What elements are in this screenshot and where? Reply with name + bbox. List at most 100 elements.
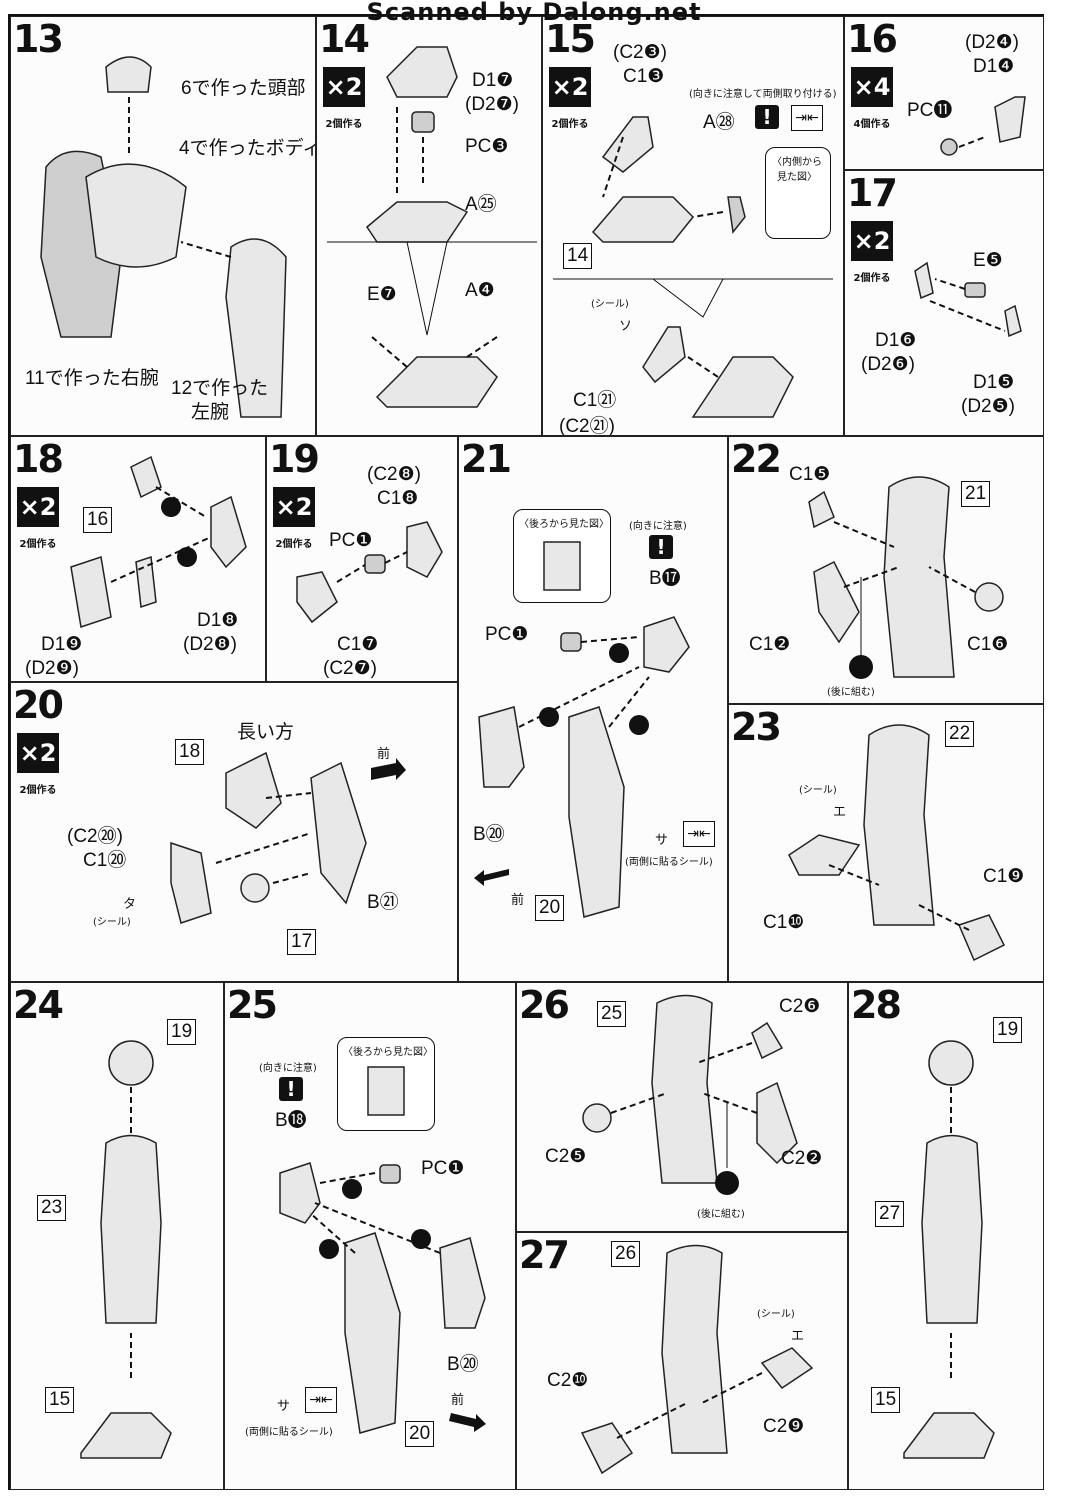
step-14-panel: 14 ×2 2個作る D1❼ (D2❼) PC❸ A㉕ E❼ A❹	[316, 16, 542, 436]
step-number: 13	[13, 17, 64, 61]
multiplier-badge: ×2	[851, 221, 893, 261]
pc-label: PC❶	[421, 1158, 465, 1179]
step-19-panel: 19 ×2 2個作る (C2❽) C1❽ PC❶ C1❼ (C2❼)	[266, 436, 458, 682]
ref-step-21: 21	[961, 481, 991, 507]
step-27-panel: 27 26 (シール) エ C2❿ C2❾	[516, 1232, 848, 1490]
step-number: 19	[269, 437, 320, 481]
step-28-panel: 28 19 27 15	[848, 982, 1044, 1490]
step-17-panel: 17 ×2 2個作る E❺ D1❻ (D2❻) D1❺ (D2❺)	[844, 170, 1044, 436]
step-23-panel: 23 22 (シール) エ C1❾ C1❿	[728, 704, 1044, 982]
e-label: E❺	[973, 250, 1003, 271]
b20-label: B⑳	[473, 824, 505, 845]
later-label: (後に組む)	[697, 1209, 745, 1220]
multiplier-label: 2個作る	[19, 539, 57, 550]
pc-label: PC❶	[485, 624, 529, 645]
step-number: 18	[13, 437, 64, 481]
c17-label: C1❼	[337, 634, 379, 655]
d18-label: D1❽	[197, 610, 239, 631]
step-20-illustration	[170, 751, 406, 924]
multiplier-badge: ×2	[17, 733, 59, 773]
c120-label: C1⑳	[83, 850, 127, 871]
c12-label: C1❷	[749, 634, 791, 655]
step-number: 28	[851, 983, 902, 1027]
ref-step-20: 20	[405, 1421, 435, 1447]
b17-label: B⓱	[649, 568, 681, 589]
step-14-illustration	[327, 46, 537, 408]
d1-label: D1❼	[472, 70, 514, 91]
multiplier-label: 2個作る	[551, 119, 589, 130]
step-26-panel: 26 25 C2❻ C2❺ C2❷ (後に組む)	[516, 982, 848, 1232]
step-24-panel: 24 19 23 15	[10, 982, 224, 1490]
c19-label: C1❾	[983, 866, 1025, 887]
c22-label: C2❷	[781, 1148, 823, 1169]
ref-step-27: 27	[875, 1201, 905, 1227]
both-sticker-label: (両側に貼るシール)	[625, 857, 713, 868]
sticker-label: (シール)	[93, 917, 131, 928]
c25-label: C2❺	[545, 1146, 587, 1167]
step-13-panel: 13 6で作った頭部 4で作ったボディ 11で作った右腕 12で作った 左腕	[10, 16, 316, 436]
step-20-panel: 20 ×2 2個作る 長い方 18 前 (C2⑳) C1⑳ タ (シール) B㉑…	[10, 682, 458, 982]
d16-label: D1❻	[875, 330, 917, 351]
back-view-label: 〈後ろから見た図〉	[343, 1047, 433, 1058]
caution-note: (向きに注意して両側取り付ける)	[689, 89, 837, 100]
multiplier-badge: ×2	[549, 67, 591, 107]
caution-icon: !	[279, 1077, 303, 1101]
multiplier-label: 2個作る	[275, 539, 313, 550]
step-19-illustration	[296, 521, 443, 624]
d28-label: (D2❽)	[183, 634, 237, 655]
c110-label: C1❿	[763, 912, 805, 933]
pc-label: PC⓫	[907, 100, 953, 121]
ref-step-15: 15	[871, 1387, 901, 1413]
ref-step-15: 15	[45, 1387, 75, 1413]
step-17-illustration	[914, 261, 1022, 338]
step-26-illustration	[582, 994, 798, 1195]
caution-label: (向きに注意)	[629, 521, 687, 532]
step-22-panel: 22 C1❺ 21 C1❷ C1❻ (後に組む)	[728, 436, 1044, 704]
sticker-so: ソ	[619, 319, 633, 334]
c2-label: (C2❸)	[613, 42, 667, 63]
b20-label: B⑳	[447, 1354, 479, 1375]
a-label: A㉘	[703, 112, 735, 133]
d19-label: D1❾	[41, 634, 83, 655]
head-label: 6で作った頭部	[181, 78, 306, 99]
c2b-label: (C2㉑)	[559, 416, 615, 436]
sticker-label: (シール)	[591, 299, 629, 310]
step-23-illustration	[788, 724, 1006, 962]
step-27-illustration	[580, 1244, 814, 1475]
step-18-illustration	[70, 455, 247, 628]
left-arm-label: 12で作った	[171, 378, 269, 399]
c18-label: C1❽	[377, 488, 419, 509]
multiplier-badge: ×2	[273, 487, 315, 527]
sticker-ta: タ	[123, 897, 137, 912]
sticker-sa: サ	[277, 1399, 291, 1414]
right-arm-label: 11で作った右腕	[25, 368, 159, 389]
sticker-label: (シール)	[757, 1309, 795, 1320]
step-number: 22	[731, 437, 782, 481]
ref-step-23: 23	[37, 1195, 67, 1221]
both-sides-icon: ⇥⇤	[791, 105, 823, 131]
caution-icon: !	[755, 105, 779, 129]
both-sides-icon: ⇥⇤	[305, 1387, 337, 1413]
step-21-illustration	[474, 541, 690, 918]
c210-label: C2❿	[547, 1370, 589, 1391]
d25-label: (D2❺)	[961, 396, 1015, 417]
step-number: 27	[519, 1233, 570, 1277]
a-label: A㉕	[465, 194, 497, 215]
step-number: 14	[319, 17, 370, 61]
watermark: Scanned by Dalong.net	[366, 0, 702, 26]
b-label: B㉑	[367, 892, 399, 913]
sticker-sa: サ	[655, 833, 669, 848]
d29-label: (D2❾)	[25, 658, 79, 679]
step-24-illustration	[80, 1040, 172, 1459]
sticker-e: エ	[833, 805, 847, 820]
step-25-illustration	[279, 1066, 486, 1434]
c220-label: (C2⑳)	[67, 826, 123, 847]
c29-label: C2❾	[763, 1416, 805, 1437]
d2-label: (D2❼)	[465, 94, 519, 115]
caution-label: (向きに注意)	[259, 1063, 317, 1074]
c15-label: C1❺	[789, 464, 831, 485]
d26-label: (D2❻)	[861, 354, 915, 375]
step-number: 17	[847, 171, 898, 215]
ref-step-25: 25	[597, 1001, 627, 1027]
multiplier-label: 4個作る	[853, 119, 891, 130]
